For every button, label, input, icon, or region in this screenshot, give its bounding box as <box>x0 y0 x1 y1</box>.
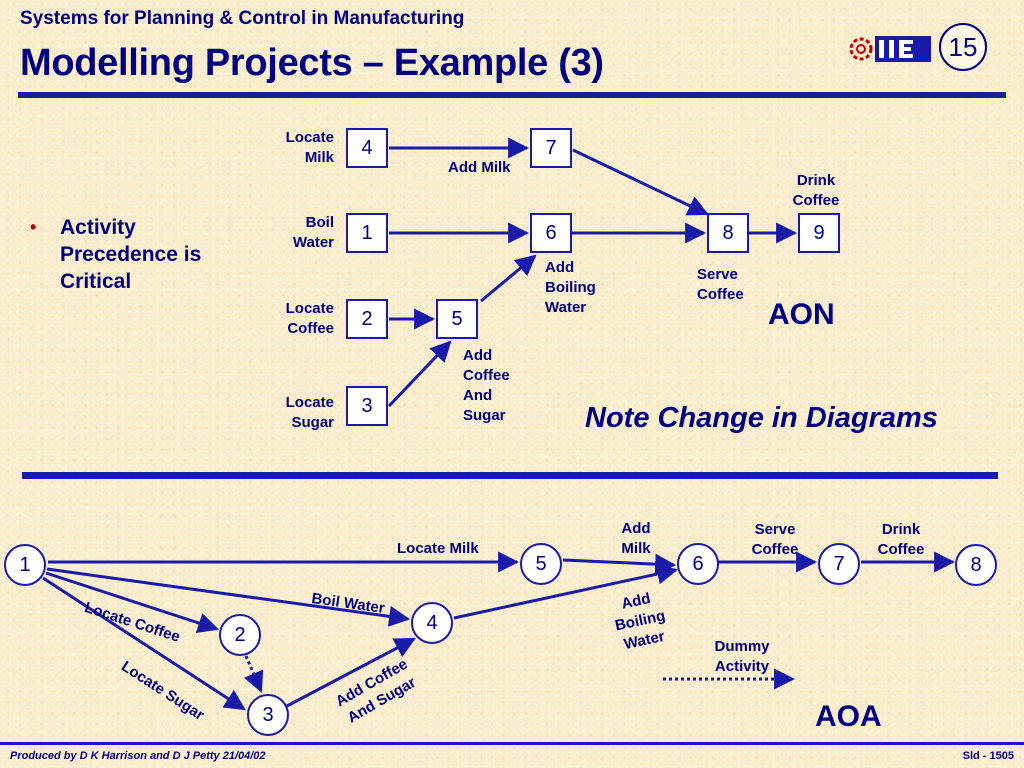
page-title: Modelling Projects – Example (3) <box>20 42 604 84</box>
aoa-label-locate-milk: Locate Milk <box>397 540 479 557</box>
footer-slide-id: Sld - 1505 <box>962 750 1014 762</box>
aon-node-8: 8 <box>707 213 749 253</box>
aoa-event-1: 1 <box>4 544 46 586</box>
aoa-arrow-5-6 <box>562 553 677 575</box>
bullet-point: • Activity Precedence is Critical <box>30 214 250 295</box>
note-change-text: Note Change in Diagrams <box>585 402 938 434</box>
aon-arrow-5-6 <box>480 254 537 303</box>
aon-arrow-7-8 <box>572 148 709 216</box>
aoa-heading: AOA <box>815 700 882 733</box>
aoa-dummy-arrow-2-3 <box>243 655 264 693</box>
aoa-event-8: 8 <box>955 544 997 586</box>
aoa-arrow-1-4 <box>46 567 411 627</box>
aoa-event-3: 3 <box>247 694 289 736</box>
deck-subtitle: Systems for Planning & Control in Manufa… <box>20 8 465 29</box>
bullet-text: Activity Precedence is Critical <box>60 216 202 293</box>
aon-node-5: 5 <box>436 299 478 339</box>
aon-arrow-3-5 <box>387 340 452 408</box>
aoa-event-5: 5 <box>520 543 562 585</box>
aon-label-add-milk: Add Milk <box>448 159 511 176</box>
aon-heading: AON <box>768 298 835 331</box>
title-divider <box>18 92 1006 98</box>
aoa-event-6: 6 <box>677 543 719 585</box>
aoa-event-4: 4 <box>411 602 453 644</box>
aoa-event-2: 2 <box>219 614 261 656</box>
aon-node-1: 1 <box>346 213 388 253</box>
slide-number-badge: 15 <box>939 23 987 71</box>
aon-node-2: 2 <box>346 299 388 339</box>
section-divider <box>22 472 998 479</box>
aon-node-4: 4 <box>346 128 388 168</box>
aoa-arrow-4-6 <box>453 563 679 620</box>
footer-credit: Produced by D K Harrison and D J Petty 2… <box>10 750 266 762</box>
aoa-arrow-1-3 <box>42 576 246 711</box>
aoa-arrow-3-4 <box>286 637 416 708</box>
aoa-arrow-1-2 <box>45 571 219 634</box>
aoa-event-7: 7 <box>818 543 860 585</box>
bullet-dot-icon: • <box>30 217 37 237</box>
aon-node-3: 3 <box>346 386 388 426</box>
footer-divider <box>0 742 1024 745</box>
aon-node-9: 9 <box>798 213 840 253</box>
iie-logo <box>849 36 931 62</box>
aon-node-6: 6 <box>530 213 572 253</box>
logo-gear-icon <box>849 37 873 61</box>
aon-node-7: 7 <box>530 128 572 168</box>
